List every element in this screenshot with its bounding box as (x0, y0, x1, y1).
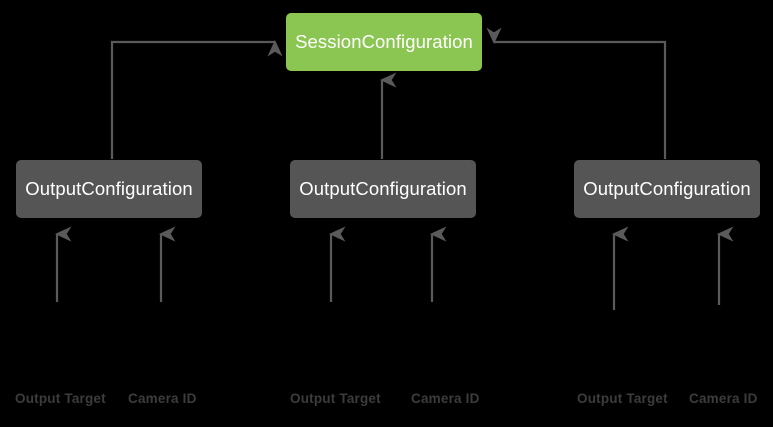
leaf-label-camera-id-1: Camera ID (128, 391, 197, 406)
connector-right-output-to-session (486, 27, 667, 159)
node-output-configuration-3-label: OutputConfiguration (583, 178, 751, 199)
leaf-label-camera-id-2: Camera ID (411, 391, 480, 406)
node-session-configuration-label: SessionConfiguration (295, 31, 473, 52)
leaf-label-output-target-1: Output Target (15, 391, 106, 406)
node-output-configuration-2-label: OutputConfiguration (299, 178, 467, 199)
leaf-label-output-target-3: Output Target (577, 391, 668, 406)
node-output-configuration-2[interactable]: OutputConfiguration (290, 160, 476, 218)
node-output-configuration-3[interactable]: OutputConfiguration (574, 160, 760, 218)
connector-left-output-to-session (110, 39, 283, 159)
node-session-configuration[interactable]: SessionConfiguration (286, 13, 482, 71)
node-output-configuration-1-label: OutputConfiguration (25, 178, 193, 199)
leaf-label-camera-id-3: Camera ID (689, 391, 758, 406)
node-output-configuration-1[interactable]: OutputConfiguration (16, 160, 202, 218)
leaf-label-output-target-2: Output Target (290, 391, 381, 406)
